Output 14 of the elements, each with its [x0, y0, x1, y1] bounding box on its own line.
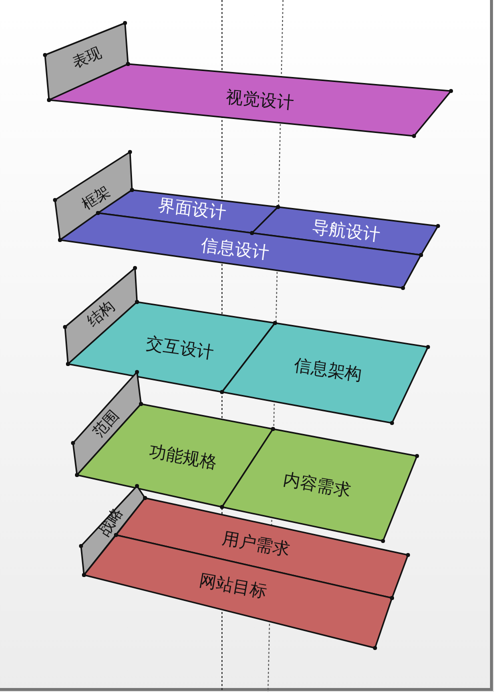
plane-label: 用户需求 [221, 530, 291, 560]
layer-name: 框架 [79, 184, 113, 212]
layer-name: 范围 [90, 408, 122, 440]
layer-name: 表现 [70, 45, 104, 71]
layer-name: 结构 [84, 298, 118, 330]
plane-label: 功能规格 [148, 444, 218, 472]
plane-label: 交互设计 [145, 336, 215, 362]
plane-label: 视觉设计 [225, 90, 295, 112]
plane-label: 信息设计 [200, 237, 270, 263]
plane-label: 导航设计 [311, 219, 381, 245]
plane-label: 信息架构 [293, 358, 363, 384]
plane-label: 网站目标 [198, 572, 268, 602]
plane-label: 内容需求 [282, 472, 352, 500]
plane-label: 界面设计 [157, 197, 227, 223]
